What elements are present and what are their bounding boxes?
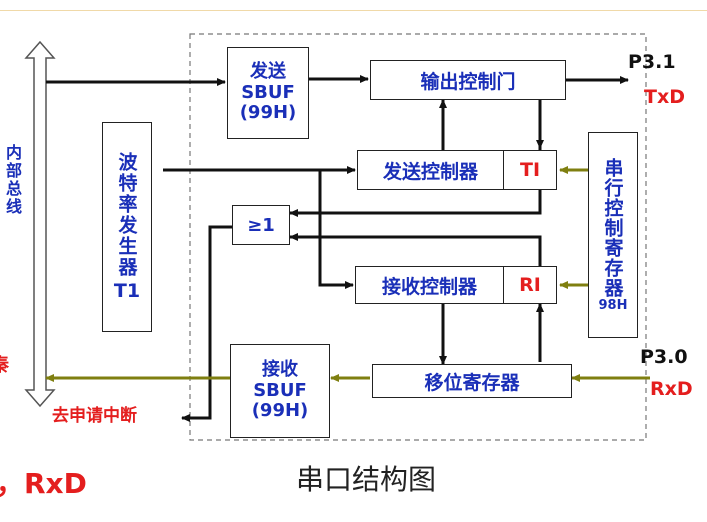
send-sbuf-box: 发送 SBUF (99H): [227, 47, 309, 139]
left-cut-char: 秦: [0, 357, 9, 375]
ti-flag: TI: [503, 151, 556, 189]
receive-sbuf-line1: 接收: [261, 358, 298, 380]
serial-control-register-label: 串行控制寄存器: [601, 157, 624, 298]
receive-sbuf-box: 接收 SBUF (99H): [230, 344, 330, 438]
or-gate-box: ≥1: [232, 205, 290, 245]
internal-bus-label: 内部总线: [3, 144, 22, 216]
output-control-gate-box: 输出控制门: [370, 60, 566, 100]
send-sbuf-line1: 发送: [249, 60, 286, 82]
shift-register-box: 移位寄存器: [372, 364, 572, 398]
send-controller-label: 发送控制器: [382, 160, 478, 183]
baud-generator-label: 波特率发生器: [115, 152, 138, 278]
rxd-label: RxD: [650, 378, 693, 400]
diagram-title: 串口结构图: [296, 463, 437, 496]
olive-signal-lines: [45, 166, 650, 382]
chip-boundary: [189, 33, 647, 441]
baud-generator-box: 波特率发生器 T1: [102, 122, 152, 332]
serial-control-register-sub: 98H: [598, 297, 628, 313]
shift-register-label: 移位寄存器: [424, 371, 520, 394]
serial-control-register-box: 串行控制寄存器 98H: [588, 132, 638, 338]
baud-generator-sub: T1: [113, 280, 141, 302]
interrupt-request-label: 去申请中断: [52, 406, 137, 426]
p31-label: P3.1: [628, 51, 676, 73]
send-sbuf-line2: SBUF: [241, 81, 295, 103]
internal-bus-text: 内部总线: [3, 144, 22, 216]
black-signal-lines: [46, 75, 629, 422]
p30-label: P3.0: [640, 346, 688, 368]
receive-controller-box: 接收控制器 RI: [355, 266, 557, 304]
receive-sbuf-line3: (99H): [251, 400, 309, 422]
internal-bus-arrow: [24, 40, 56, 408]
receive-controller-label: 接收控制器: [381, 275, 477, 298]
send-controller-box: 发送控制器 TI: [357, 150, 557, 190]
ri-flag: RI: [503, 267, 556, 303]
txd-label: TxD: [644, 86, 685, 108]
send-sbuf-line3: (99H): [239, 102, 297, 124]
top-rule: [0, 10, 707, 11]
receive-sbuf-line2: SBUF: [253, 379, 307, 401]
output-control-gate-label: 输出控制门: [420, 70, 516, 93]
bottom-left-rxd-text: ，RxD: [0, 467, 87, 500]
or-gate-label: ≥1: [247, 214, 275, 236]
